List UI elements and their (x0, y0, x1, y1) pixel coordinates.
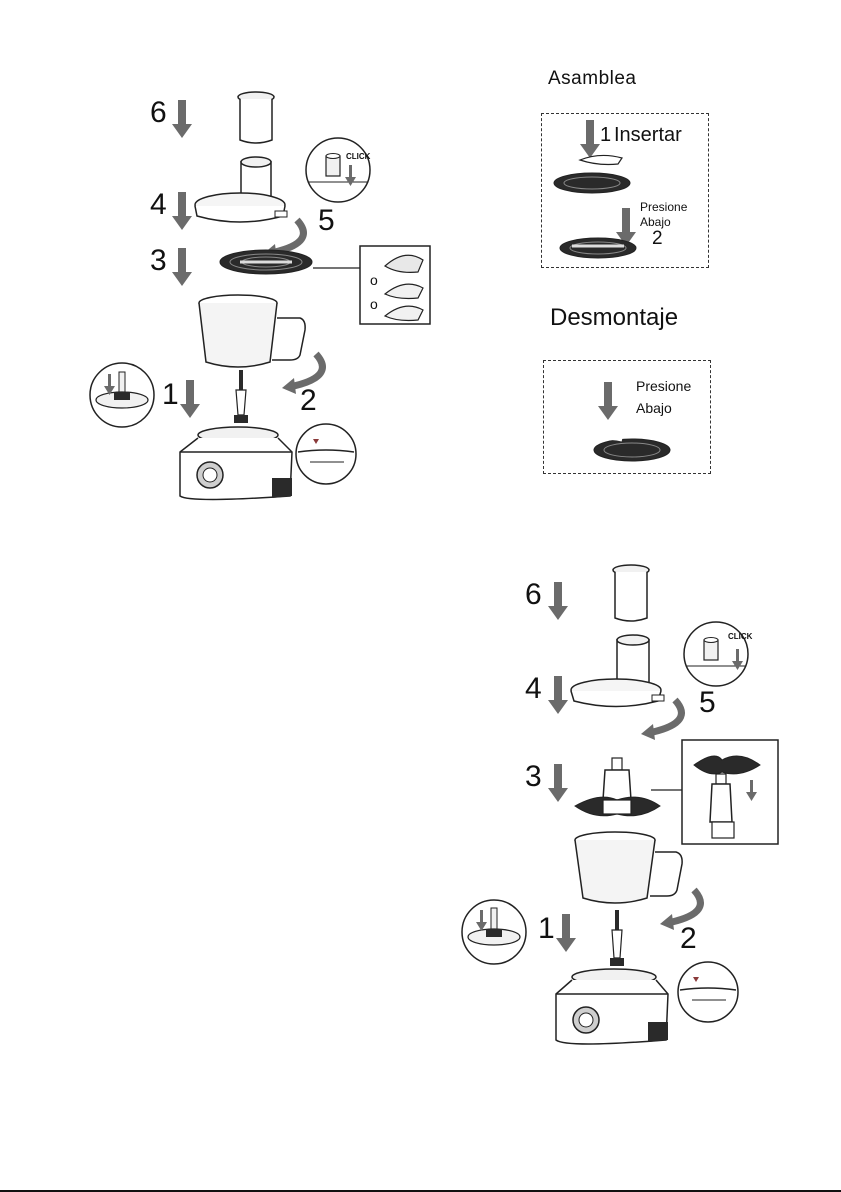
step-number-1: 1 (538, 912, 555, 946)
slicing-disc (220, 250, 312, 274)
step-number-3: 3 (150, 244, 167, 278)
assembly-step1-number: 1 (600, 124, 611, 147)
step-number-6: 6 (525, 578, 542, 612)
click-detail-circle (306, 138, 370, 202)
shaft-detail-circle (90, 363, 154, 427)
spindle (234, 370, 248, 423)
step-number-2: 2 (680, 922, 697, 956)
lock-detail-circle (296, 424, 356, 484)
down-arrow-icon (556, 914, 576, 952)
assembly-step2-label-line2: Abajo (640, 215, 671, 229)
step-number-4: 4 (150, 188, 167, 222)
blade-option-mark: o (370, 296, 378, 312)
step-number-2: 2 (300, 384, 317, 418)
click-label: CLICK (728, 632, 752, 641)
step-number-1: 1 (162, 378, 179, 412)
lid-with-feed-tube (571, 635, 664, 707)
work-bowl (199, 295, 305, 367)
curved-arrow-icon (641, 700, 681, 740)
step-number-6: 6 (150, 96, 167, 130)
lock-detail-circle (678, 962, 738, 1022)
step-number-3: 3 (525, 760, 542, 794)
disassembly-label-line1: Presione (636, 378, 691, 394)
click-label: CLICK (346, 152, 370, 161)
down-arrow-icon (548, 582, 568, 620)
step-number-4: 4 (525, 672, 542, 706)
down-arrow-icon (172, 100, 192, 138)
blade-option-mark: o (370, 272, 378, 288)
assembly-step2-number: 2 (652, 228, 663, 250)
down-arrow-icon (548, 676, 568, 714)
assembly-step2-label-line1: Presione (640, 200, 687, 214)
food-pusher (613, 565, 649, 621)
down-arrow-icon (548, 764, 568, 802)
disassembly-label-line2: Abajo (636, 400, 672, 416)
food-pusher (238, 92, 274, 143)
shaft-detail-circle (462, 900, 526, 964)
motor-base (180, 427, 292, 500)
disassembly-title: Desmontaje (550, 304, 678, 332)
down-arrow-icon (180, 380, 200, 418)
lid-with-feed-tube (195, 157, 287, 222)
motor-base (556, 969, 668, 1044)
kneading-disc-with-shaft (575, 758, 660, 816)
work-bowl (575, 832, 682, 903)
step-number-5: 5 (318, 204, 335, 238)
down-arrow-icon (172, 192, 192, 230)
down-arrow-icon (172, 248, 192, 286)
spindle (610, 910, 624, 966)
assembly-title: Asamblea (548, 68, 637, 90)
step-number-5: 5 (699, 686, 716, 720)
kneading-detail-box (682, 740, 778, 844)
assembly-step1-label: Insertar (614, 124, 682, 147)
top-left-assembly (90, 92, 430, 500)
